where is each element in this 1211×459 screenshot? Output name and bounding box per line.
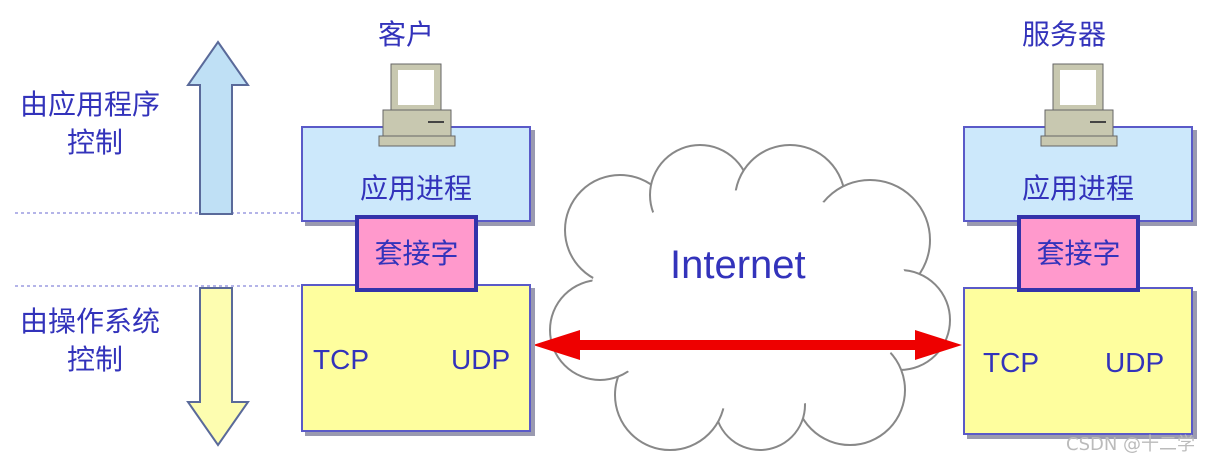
down-arrow-icon xyxy=(186,287,250,447)
client-tcp-label: TCP xyxy=(313,344,369,375)
server-socket-label: 套接字 xyxy=(1036,236,1121,270)
client-socket-label: 套接字 xyxy=(374,236,459,270)
label-line: 控制 xyxy=(67,343,124,376)
client-app-process-label: 应用进程 xyxy=(359,172,472,205)
server-tcp-label: TCP xyxy=(983,347,1039,378)
up-arrow-icon xyxy=(186,40,250,215)
app-control-label: 由应用程序控制 xyxy=(20,88,160,160)
label-line: 控制 xyxy=(67,126,124,159)
server-app-process-label: 应用进程 xyxy=(1021,172,1134,205)
internet-cloud-icon xyxy=(549,144,951,451)
label-line: 由应用程序 xyxy=(20,88,161,121)
bidirectional-arrow-icon xyxy=(533,330,962,360)
client-udp-label: UDP xyxy=(451,344,511,375)
client-transport-box: TCP UDP xyxy=(301,284,531,432)
client-title: 客户 xyxy=(378,18,435,51)
server-app-process-box: 应用进程 xyxy=(963,126,1193,222)
label-line: 由操作系统 xyxy=(20,305,161,338)
client-app-process-box: 应用进程 xyxy=(301,126,531,222)
client-socket-box: 套接字 xyxy=(355,215,478,292)
server-udp-label: UDP xyxy=(1105,347,1165,378)
internet-label: Internet xyxy=(670,243,806,287)
server-socket-box: 套接字 xyxy=(1017,215,1140,292)
server-title: 服务器 xyxy=(1022,18,1107,51)
server-transport-box: TCP UDP xyxy=(963,287,1193,435)
watermark: CSDN @十二学 xyxy=(1066,434,1196,455)
os-control-label: 由操作系统控制 xyxy=(20,305,160,377)
